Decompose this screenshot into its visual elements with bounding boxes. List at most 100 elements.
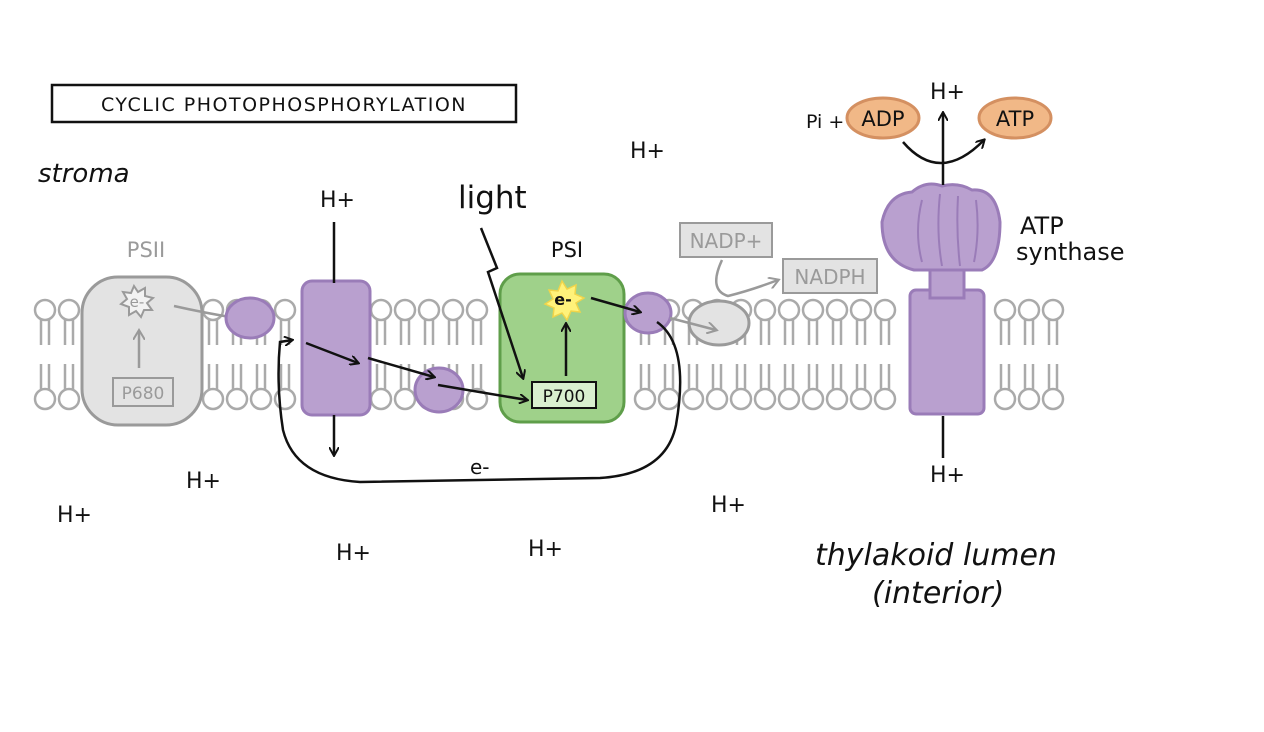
lipid-tail xyxy=(1047,320,1059,389)
lipid-head xyxy=(873,387,897,411)
light-bolt-arrow xyxy=(479,227,523,378)
psii-electron-star-icon xyxy=(119,283,156,319)
cycle-electron-label: e- xyxy=(470,455,490,479)
lipid-head xyxy=(393,387,417,411)
lipid-tail xyxy=(63,320,75,389)
lipid-head xyxy=(273,298,297,322)
title-box: CYCLIC PHOTOPHOSPHORYLATION xyxy=(50,83,518,124)
lipid-head xyxy=(801,387,825,411)
atp-synthase-label-line2: synthase xyxy=(1016,238,1125,266)
lipid-tail xyxy=(855,320,867,389)
lipid-head xyxy=(849,298,873,322)
lipid-head xyxy=(201,387,225,411)
lipid-head xyxy=(441,298,465,322)
atp-synthase-label-line1: ATP xyxy=(1020,212,1064,240)
proton-label: H+ xyxy=(57,503,92,528)
light-label: light xyxy=(458,180,527,216)
plastoquinone xyxy=(224,296,276,340)
p680-label: P680 xyxy=(122,384,165,404)
lipid-head xyxy=(33,387,57,411)
cyclic-electron-return-arrow xyxy=(277,320,682,484)
lipid-head xyxy=(201,298,225,322)
lipid-head xyxy=(777,298,801,322)
lipid-head xyxy=(801,298,825,322)
lipid-head xyxy=(1017,387,1041,411)
electron-path-psi-to-fd xyxy=(590,296,640,312)
lipid-head xyxy=(993,387,1017,411)
proton-labels: H+ H+ H+ H+ H+ H+ H+ H+ H+ xyxy=(57,80,965,566)
lipid-head xyxy=(753,387,777,411)
cytochrome-complex xyxy=(300,279,372,417)
lipid-head xyxy=(993,298,1017,322)
lipid-tail xyxy=(471,320,483,389)
atp-oval xyxy=(977,96,1053,140)
psi-electron: e- xyxy=(554,290,572,309)
photosystem-i: PSI e- P700 xyxy=(498,238,626,424)
atp-synthase xyxy=(880,182,1002,416)
lipid-tail xyxy=(759,320,771,389)
psii-electron: e- xyxy=(130,293,145,311)
lipid-tail xyxy=(399,320,411,389)
lipid-head xyxy=(825,298,849,322)
lumen-label-line1: thylakoid lumen xyxy=(815,538,1057,573)
adp-label: ADP xyxy=(861,107,904,131)
lipid-head xyxy=(825,387,849,411)
psii-label: PSII xyxy=(127,238,165,262)
proton-label: H+ xyxy=(711,493,746,518)
proton-label: H+ xyxy=(630,139,665,164)
lipid-head xyxy=(393,298,417,322)
lipid-tail xyxy=(207,320,219,389)
photosystem-ii: PSII e- P680 xyxy=(80,238,204,427)
lipid-tail xyxy=(375,320,387,389)
lipid-tail xyxy=(783,320,795,389)
psi-electron-star-icon xyxy=(543,279,586,322)
lipid-head xyxy=(729,387,753,411)
lipid-head xyxy=(417,298,441,322)
proton-label: H+ xyxy=(528,537,563,562)
adp-oval xyxy=(845,96,921,140)
lipid-tail xyxy=(999,320,1011,389)
nadp-reductase xyxy=(687,299,751,347)
lipid-tail xyxy=(279,320,291,389)
lipid-head xyxy=(465,298,489,322)
thylakoid-membrane xyxy=(33,298,1065,411)
lipid-head xyxy=(369,387,393,411)
p680-box xyxy=(112,377,174,407)
proton-label: H+ xyxy=(930,80,965,105)
lipid-head xyxy=(1041,298,1065,322)
electron-path-pc-to-p700 xyxy=(437,383,527,400)
lipid-head xyxy=(225,387,249,411)
lipid-head xyxy=(249,387,273,411)
lipid-head xyxy=(657,387,681,411)
lipid-tail xyxy=(879,320,891,389)
lipid-tail xyxy=(807,320,819,389)
lipid-head xyxy=(369,298,393,322)
nadph-box xyxy=(782,258,878,294)
fd-to-reductase-arrow xyxy=(669,316,716,330)
lipid-head xyxy=(57,298,81,322)
p700-box xyxy=(531,381,597,409)
lipid-tail xyxy=(831,320,843,389)
lipid-head xyxy=(633,387,657,411)
proton-label: H+ xyxy=(336,541,371,566)
lipid-head xyxy=(681,387,705,411)
electron-path-cyto-to-pc xyxy=(305,341,358,363)
psi-label: PSI xyxy=(551,238,583,262)
lipid-head xyxy=(465,387,489,411)
lipid-head xyxy=(705,387,729,411)
nadp-to-nadph-arrow xyxy=(715,259,778,298)
lipid-head xyxy=(873,298,897,322)
lipid-tail xyxy=(663,320,675,389)
p700-label: P700 xyxy=(543,387,586,407)
proton-label: H+ xyxy=(930,463,965,488)
lipid-head xyxy=(1041,387,1065,411)
diagram-title: CYCLIC PHOTOPHOSPHORYLATION xyxy=(101,94,467,116)
stroma-label: stroma xyxy=(38,159,130,189)
lipid-head xyxy=(1017,298,1041,322)
nadp-box xyxy=(679,222,773,258)
lipid-tail xyxy=(423,320,435,389)
lipid-head xyxy=(753,298,777,322)
adp-to-atp-arrow xyxy=(902,140,984,165)
lipid-head xyxy=(849,387,873,411)
